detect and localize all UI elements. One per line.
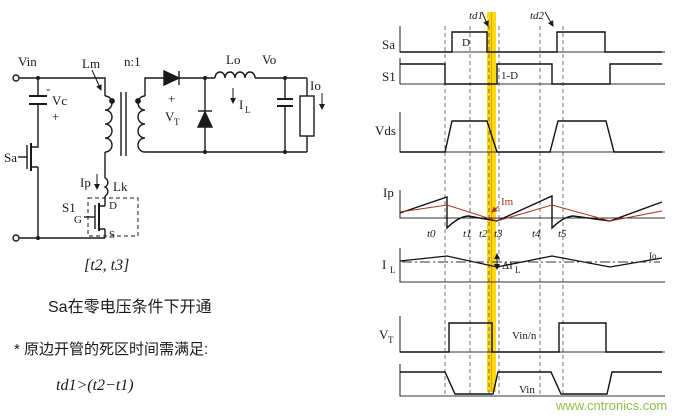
annotation-delta-il: ΔI <box>502 260 513 272</box>
waveform-sa <box>400 31 662 53</box>
label-drain: D <box>109 200 117 212</box>
im-pointer-arrow <box>491 205 500 213</box>
label-il: I <box>239 97 243 112</box>
waveform-s1 <box>400 63 662 85</box>
td1-arrow <box>481 11 489 27</box>
watermark: www.cntronics.com <box>555 398 667 413</box>
load-resistor <box>299 78 315 152</box>
event-dashed-lines <box>444 26 564 396</box>
mosfet-s1 <box>84 197 139 238</box>
label-ip: Ip <box>80 175 91 190</box>
caption-zvs: Sa在零电压条件下开通 <box>48 298 212 316</box>
output-capacitor <box>277 78 293 152</box>
primary-dot <box>109 98 115 104</box>
input-terminal-bottom <box>12 234 20 242</box>
transformer <box>104 92 146 156</box>
waveform-ip <box>399 194 663 230</box>
secondary-dot <box>135 98 141 104</box>
time-label-t0: t0 <box>427 228 436 240</box>
label-sa: Sa <box>4 150 17 165</box>
label-il-sub: L <box>245 105 251 115</box>
waveform-il <box>399 255 663 268</box>
label-vt-sub: T <box>174 117 180 127</box>
clamp-capacitor <box>29 95 47 105</box>
output-inductor <box>214 71 256 79</box>
timing-diagram: Sa S1 Vds Ip I L V T td1 td2 D 1-D Im ΔI… <box>375 10 667 413</box>
waveform-vds <box>400 120 662 153</box>
annotation-io: Io <box>649 251 657 261</box>
primary-winding <box>104 95 113 153</box>
label-vc-plus: + <box>52 109 59 124</box>
row-label-s1: S1 <box>382 69 396 84</box>
time-label-t3: t3 <box>494 228 503 240</box>
label-io: Io <box>310 78 321 93</box>
secondary-top-wire <box>144 77 164 96</box>
waveform-vin <box>400 371 662 395</box>
label-lo: Lo <box>226 52 240 67</box>
top-rail <box>19 77 106 96</box>
secondary-winding <box>137 95 146 153</box>
time-label-t2: t2 <box>479 228 488 240</box>
label-s1: S1 <box>62 200 76 215</box>
time-label-t4: t4 <box>532 228 541 240</box>
annotation-td2: td2 <box>530 10 545 22</box>
label-turns-ratio: n:1 <box>124 54 141 69</box>
lm-pointer-arrow <box>91 69 102 91</box>
row-label-vds: Vds <box>375 123 396 138</box>
label-vin: Vin <box>18 54 37 69</box>
label-vt: V <box>165 109 175 124</box>
junction-dots <box>36 76 287 240</box>
circuit-wires <box>12 69 325 242</box>
waveform-im <box>399 204 663 222</box>
leakage-inductor <box>103 177 109 197</box>
caption-formula: td1>(t2−t1) <box>56 377 134 394</box>
caption-deadtime-note: * 原边开管的死区时间需满足: <box>14 341 208 358</box>
row-label-il: I <box>382 257 386 272</box>
label-lm: Lm <box>82 56 100 71</box>
annotation-vin-over-n: Vin/n <box>512 330 537 342</box>
label-vo: Vo <box>262 52 276 67</box>
circuit-diagram: Vin - Vc + Sa Lm n:1 Ip Lk S1 D G S + V … <box>4 52 325 394</box>
row-label-vt: V <box>379 327 389 342</box>
waveform-vt <box>400 322 662 353</box>
label-vt-plus: + <box>168 91 175 106</box>
annotation-delta-il-sub: L <box>515 265 521 275</box>
td2-arrow <box>544 11 554 27</box>
label-vc: Vc <box>52 93 67 108</box>
mosfet-sa <box>18 140 39 171</box>
row-label-sa: Sa <box>382 37 395 52</box>
transformer-core <box>120 92 127 156</box>
time-label-t1: t1 <box>463 228 472 240</box>
annotation-vin: Vin <box>519 384 535 396</box>
annotation-duty-comp: 1-D <box>501 70 518 82</box>
annotation-td1: td1 <box>469 10 483 22</box>
row-label-il-sub: L <box>390 265 396 275</box>
label-source: S <box>109 229 115 241</box>
annotation-im: Im <box>501 196 514 208</box>
time-label-t5: t5 <box>558 228 567 240</box>
caption-interval: [t2, t3] <box>84 257 129 274</box>
row-label-ip: Ip <box>383 185 394 200</box>
label-lk: Lk <box>113 179 128 194</box>
row-label-vt-sub: T <box>388 335 394 345</box>
input-terminal-top <box>12 74 20 82</box>
label-vc-minus: - <box>46 81 50 96</box>
freewheel-diode <box>196 78 214 152</box>
label-gate: G <box>74 214 82 226</box>
forward-diode <box>163 69 181 87</box>
annotation-duty: D <box>462 37 470 49</box>
